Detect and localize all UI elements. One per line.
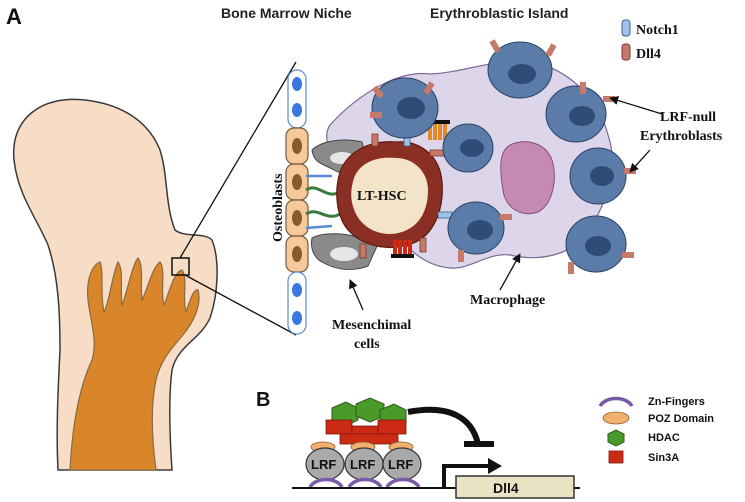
zn-finger bbox=[347, 477, 383, 489]
erythroblast bbox=[569, 147, 636, 205]
repressor-complex: LRF LRF LRF bbox=[305, 397, 422, 489]
notch-dll4-legend: Notch1 Dll4 bbox=[621, 19, 679, 62]
dll4-ligand bbox=[419, 237, 427, 253]
osteoblasts-label: Osteoblasts bbox=[271, 173, 286, 242]
marrow-cavity bbox=[69, 257, 200, 471]
erythroblast bbox=[442, 123, 494, 173]
dll4-legend-swatch bbox=[621, 43, 631, 61]
erythroblast bbox=[487, 39, 557, 99]
erythroblast-arrow-1 bbox=[609, 96, 663, 115]
transcription-start-arrow bbox=[442, 464, 492, 488]
endothelial-nucleus bbox=[292, 283, 302, 297]
macrophage-label: Macrophage bbox=[470, 293, 545, 308]
osteoblast-nucleus bbox=[292, 138, 302, 154]
macrophage-nucleus bbox=[500, 141, 555, 215]
red-receptor-cluster bbox=[391, 240, 414, 258]
sin3a-block bbox=[377, 419, 407, 435]
lrf-label: LRF bbox=[388, 457, 413, 472]
osteoblast-column bbox=[285, 69, 309, 335]
poz-domain-swatch bbox=[602, 411, 630, 425]
erythroblast bbox=[545, 82, 615, 143]
lrf-label: LRF bbox=[311, 457, 336, 472]
panel-a-letter: A bbox=[6, 4, 22, 29]
erythroblast bbox=[370, 77, 439, 139]
dll4-ligand bbox=[371, 133, 379, 147]
hdac-legend-label: HDAC bbox=[648, 432, 680, 444]
notch1-receptor bbox=[437, 211, 453, 219]
endothelial-nucleus bbox=[292, 311, 302, 325]
dll4-gene-label: Dll4 bbox=[493, 480, 519, 496]
macrophage-arrow bbox=[499, 253, 521, 291]
dll4-gene-box bbox=[455, 475, 575, 499]
notch1-legend-swatch bbox=[621, 19, 631, 37]
osteoblast-nucleus bbox=[292, 210, 302, 226]
connector-green bbox=[305, 210, 341, 218]
erythroblast bbox=[447, 201, 512, 262]
mesenchymal-label-line1: Mesenchimal bbox=[332, 318, 411, 333]
erythroblasts bbox=[370, 39, 636, 274]
dll4-ligand bbox=[359, 243, 367, 259]
transcription-arrowhead bbox=[488, 458, 502, 474]
inhibition-curve bbox=[407, 406, 481, 445]
dll4-ligand bbox=[429, 149, 445, 157]
connector-green bbox=[305, 186, 341, 196]
mesenchymal-label-line2: cells bbox=[354, 337, 380, 352]
lrf-label: LRF bbox=[350, 457, 375, 472]
zoom-line-bottom bbox=[184, 274, 297, 336]
dll4-legend-label: Dll4 bbox=[636, 47, 661, 62]
sin3a-swatch bbox=[608, 450, 624, 464]
zn-fingers-swatch bbox=[598, 396, 634, 408]
erythroblasts-label-line2: Erythroblasts bbox=[640, 129, 723, 144]
lt-hsc-label: LT-HSC bbox=[357, 189, 407, 204]
endothelial-nucleus bbox=[292, 103, 302, 117]
osteoblast-nucleus bbox=[292, 246, 302, 262]
hsc-receptors bbox=[359, 120, 453, 259]
mesenchymal-arrow bbox=[349, 279, 364, 311]
bone-marrow-niche-title: Bone Marrow Niche bbox=[221, 5, 352, 21]
panel-b-letter: B bbox=[256, 389, 270, 411]
erythroblast bbox=[565, 215, 634, 274]
poz-domain-legend-label: POZ Domain bbox=[648, 413, 714, 425]
zn-finger bbox=[308, 477, 344, 489]
femur-bone bbox=[12, 98, 218, 471]
zn-fingers-legend-label: Zn-Fingers bbox=[648, 396, 705, 408]
domain-legend: Zn-Fingers POZ Domain HDAC Sin3A bbox=[598, 396, 714, 464]
lt-hsc-nucleus bbox=[351, 157, 428, 234]
sin3a-block bbox=[325, 419, 353, 435]
connector-blue bbox=[305, 224, 333, 230]
zoom-line-top bbox=[179, 61, 297, 259]
osteoblast-nucleus bbox=[292, 174, 302, 190]
erythroblastic-island-title: Erythroblastic Island bbox=[430, 5, 568, 21]
stroma-hsc-connectors bbox=[305, 174, 341, 230]
hdac-swatch bbox=[607, 429, 625, 447]
erythroblast-arrow-2 bbox=[629, 149, 651, 173]
zn-finger bbox=[385, 477, 421, 489]
endothelial-nucleus bbox=[292, 77, 302, 91]
mesenchymal-nucleus bbox=[330, 247, 358, 261]
erythroblasts-label-line1: LRF-null bbox=[660, 110, 716, 125]
notch1-legend-label: Notch1 bbox=[636, 23, 679, 38]
sin3a-legend-label: Sin3A bbox=[648, 452, 679, 464]
